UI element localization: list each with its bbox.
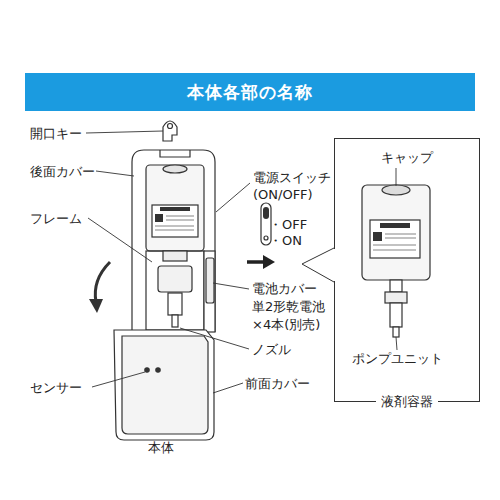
title-band: 本体各部の名称 [25, 73, 475, 111]
body-container [146, 165, 204, 251]
part-name: ノズル [252, 341, 291, 358]
part-name: 本体 [148, 439, 174, 456]
sensor-dot [145, 368, 149, 372]
back-cover-notch [160, 150, 190, 157]
leader-line [96, 171, 134, 176]
leader-line [396, 168, 397, 186]
detail-pump-tip [393, 327, 399, 337]
leader-lines [86, 131, 397, 393]
pump-top [163, 251, 187, 261]
back-cover [132, 150, 215, 332]
leader-line [86, 131, 163, 133]
battery-note: 単2形乾電池 [252, 298, 325, 315]
nozzle-tip [172, 315, 178, 327]
box-caption-wrap: 液剤容器 [335, 393, 479, 411]
leader-line [213, 283, 249, 289]
detail-pump-neck [390, 280, 402, 292]
frame [146, 251, 204, 330]
frame-side [204, 251, 215, 332]
switch-dot [264, 236, 268, 240]
detail-arrow-head [263, 255, 275, 269]
leader-line [88, 218, 152, 262]
pump-tube [168, 293, 182, 315]
title-text: 本体各部の名称 [187, 82, 313, 102]
switch-state: ・OFF [269, 216, 307, 233]
detail-warning-lines [373, 234, 416, 250]
battery-cover [206, 258, 214, 303]
detail-warning-header [380, 223, 410, 228]
part-name: キャップ [381, 149, 433, 166]
leader-line [216, 183, 250, 212]
detail-container [362, 185, 430, 280]
part-name: 電源スイッチ [253, 169, 331, 186]
box-caption: 液剤容器 [376, 394, 438, 409]
part-name: センサー [30, 379, 82, 396]
part-name: フレーム [30, 210, 82, 227]
detail-pump-body [385, 292, 407, 303]
front-cover [114, 330, 214, 440]
pointer-lines [302, 248, 334, 282]
front-cover-inner [122, 336, 208, 434]
part-name: 後面カバー [30, 163, 95, 180]
part-name: 開口キー [30, 125, 82, 142]
warning-label [152, 205, 198, 237]
rotate-arrow-head [89, 299, 103, 313]
part-name: ポンプユニット [352, 350, 443, 367]
detail-cap [382, 185, 410, 195]
key-hole [168, 124, 173, 129]
part-name: 電池カバー [252, 280, 317, 297]
warning-icon [155, 214, 163, 222]
warning-header [160, 207, 190, 211]
switch-note: (ON/OFF) [253, 186, 313, 203]
pump-body [158, 266, 192, 292]
detail-warning-icon [373, 232, 382, 241]
key-shape [163, 121, 177, 141]
leader-line [180, 328, 249, 349]
rotate-arrow [95, 262, 110, 302]
detail-pump-tube [390, 303, 402, 327]
sensor-dot [156, 368, 160, 372]
body-cap [163, 165, 187, 173]
leader-line [213, 383, 243, 393]
part-name: 前面カバー [245, 375, 310, 392]
leader-line [92, 372, 145, 387]
detail-warning-label [370, 220, 420, 258]
detail-arrow [247, 260, 265, 264]
battery-note: ×4本(別売) [252, 316, 320, 333]
warning-lines [155, 216, 194, 230]
leader-line [396, 337, 397, 350]
switch-toggle [263, 207, 269, 219]
switch-state: ・ON [269, 232, 302, 249]
